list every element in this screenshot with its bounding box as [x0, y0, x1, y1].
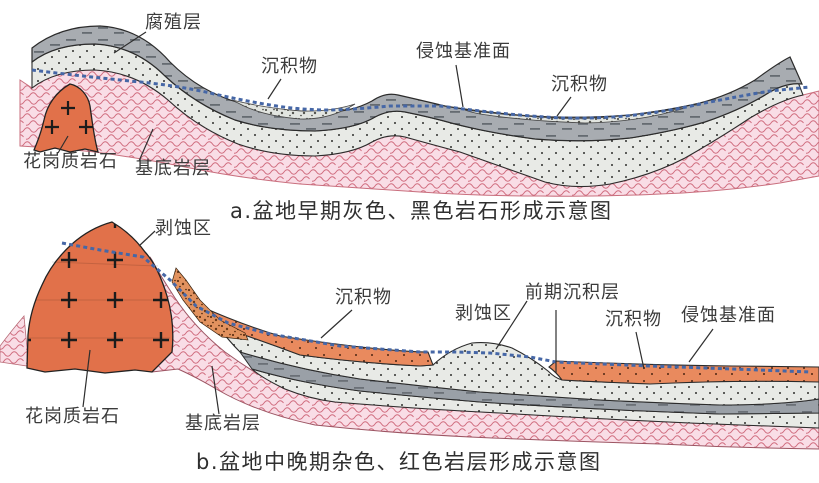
leader-denudation-basin-b	[495, 300, 528, 350]
granite-joint-lines-b	[29, 261, 170, 339]
leader-lines-b	[82, 230, 714, 415]
label-granitic-rock-b: 花岗质岩石	[25, 406, 120, 427]
basement-left-wedge-b	[0, 315, 28, 367]
leader-denudation-peak-b	[138, 230, 156, 247]
label-denudation-basin-b: 剥蚀区	[455, 303, 512, 324]
leader-sediment-right-b	[635, 331, 645, 370]
leader-humus-a	[113, 31, 147, 54]
leader-erosion-a	[455, 64, 464, 108]
leader-sediment-left-a	[267, 78, 282, 100]
erosion-base-line-b	[61, 241, 811, 374]
sediment-lens-a-left	[231, 99, 356, 120]
leader-lines-a	[57, 31, 572, 162]
sediment-lens-a-right	[464, 107, 686, 124]
leader-granite-a	[57, 135, 69, 154]
leader-erosion-b	[688, 328, 714, 363]
caption-b: b.盆地中晚期杂色、红色岩层形成示意图	[196, 450, 602, 474]
label-sediment-left-b: 沉积物	[335, 287, 392, 308]
leader-basement-b	[211, 365, 220, 415]
leader-basement-a	[138, 128, 154, 162]
red-sediment-layer-right-b	[548, 360, 819, 385]
label-denudation-peak-b: 剥蚀区	[155, 218, 212, 239]
label-erosion-base-b: 侵蚀基准面	[681, 305, 776, 326]
label-humus-layer-a: 腐殖层	[145, 12, 202, 33]
plus-marks-a	[45, 101, 93, 134]
label-basement-rock-a: 基底岩层	[135, 158, 211, 179]
label-granitic-rock-a: 花岗质岩石	[23, 151, 118, 172]
caption-a: a.盆地早期灰色、黑色岩石形成示意图	[230, 199, 613, 223]
label-sediment-left-a: 沉积物	[261, 56, 318, 77]
label-sediment-right-a: 沉积物	[551, 74, 608, 95]
label-sediment-right-b: 沉积物	[605, 309, 662, 330]
talus-deposit-b	[171, 267, 249, 341]
label-erosion-base-a: 侵蚀基准面	[416, 41, 511, 62]
label-earlier-sediment-b: 前期沉积层	[525, 282, 620, 303]
erosion-base-line-a	[31, 68, 811, 120]
granite-body-a	[33, 83, 99, 153]
leader-granite-b	[82, 349, 91, 408]
leader-sediment-left-b	[320, 309, 353, 339]
label-basement-rock-b: 基底岩层	[185, 413, 261, 434]
granite-mountain-b	[26, 221, 174, 374]
leader-sediment-right-a	[556, 96, 572, 117]
